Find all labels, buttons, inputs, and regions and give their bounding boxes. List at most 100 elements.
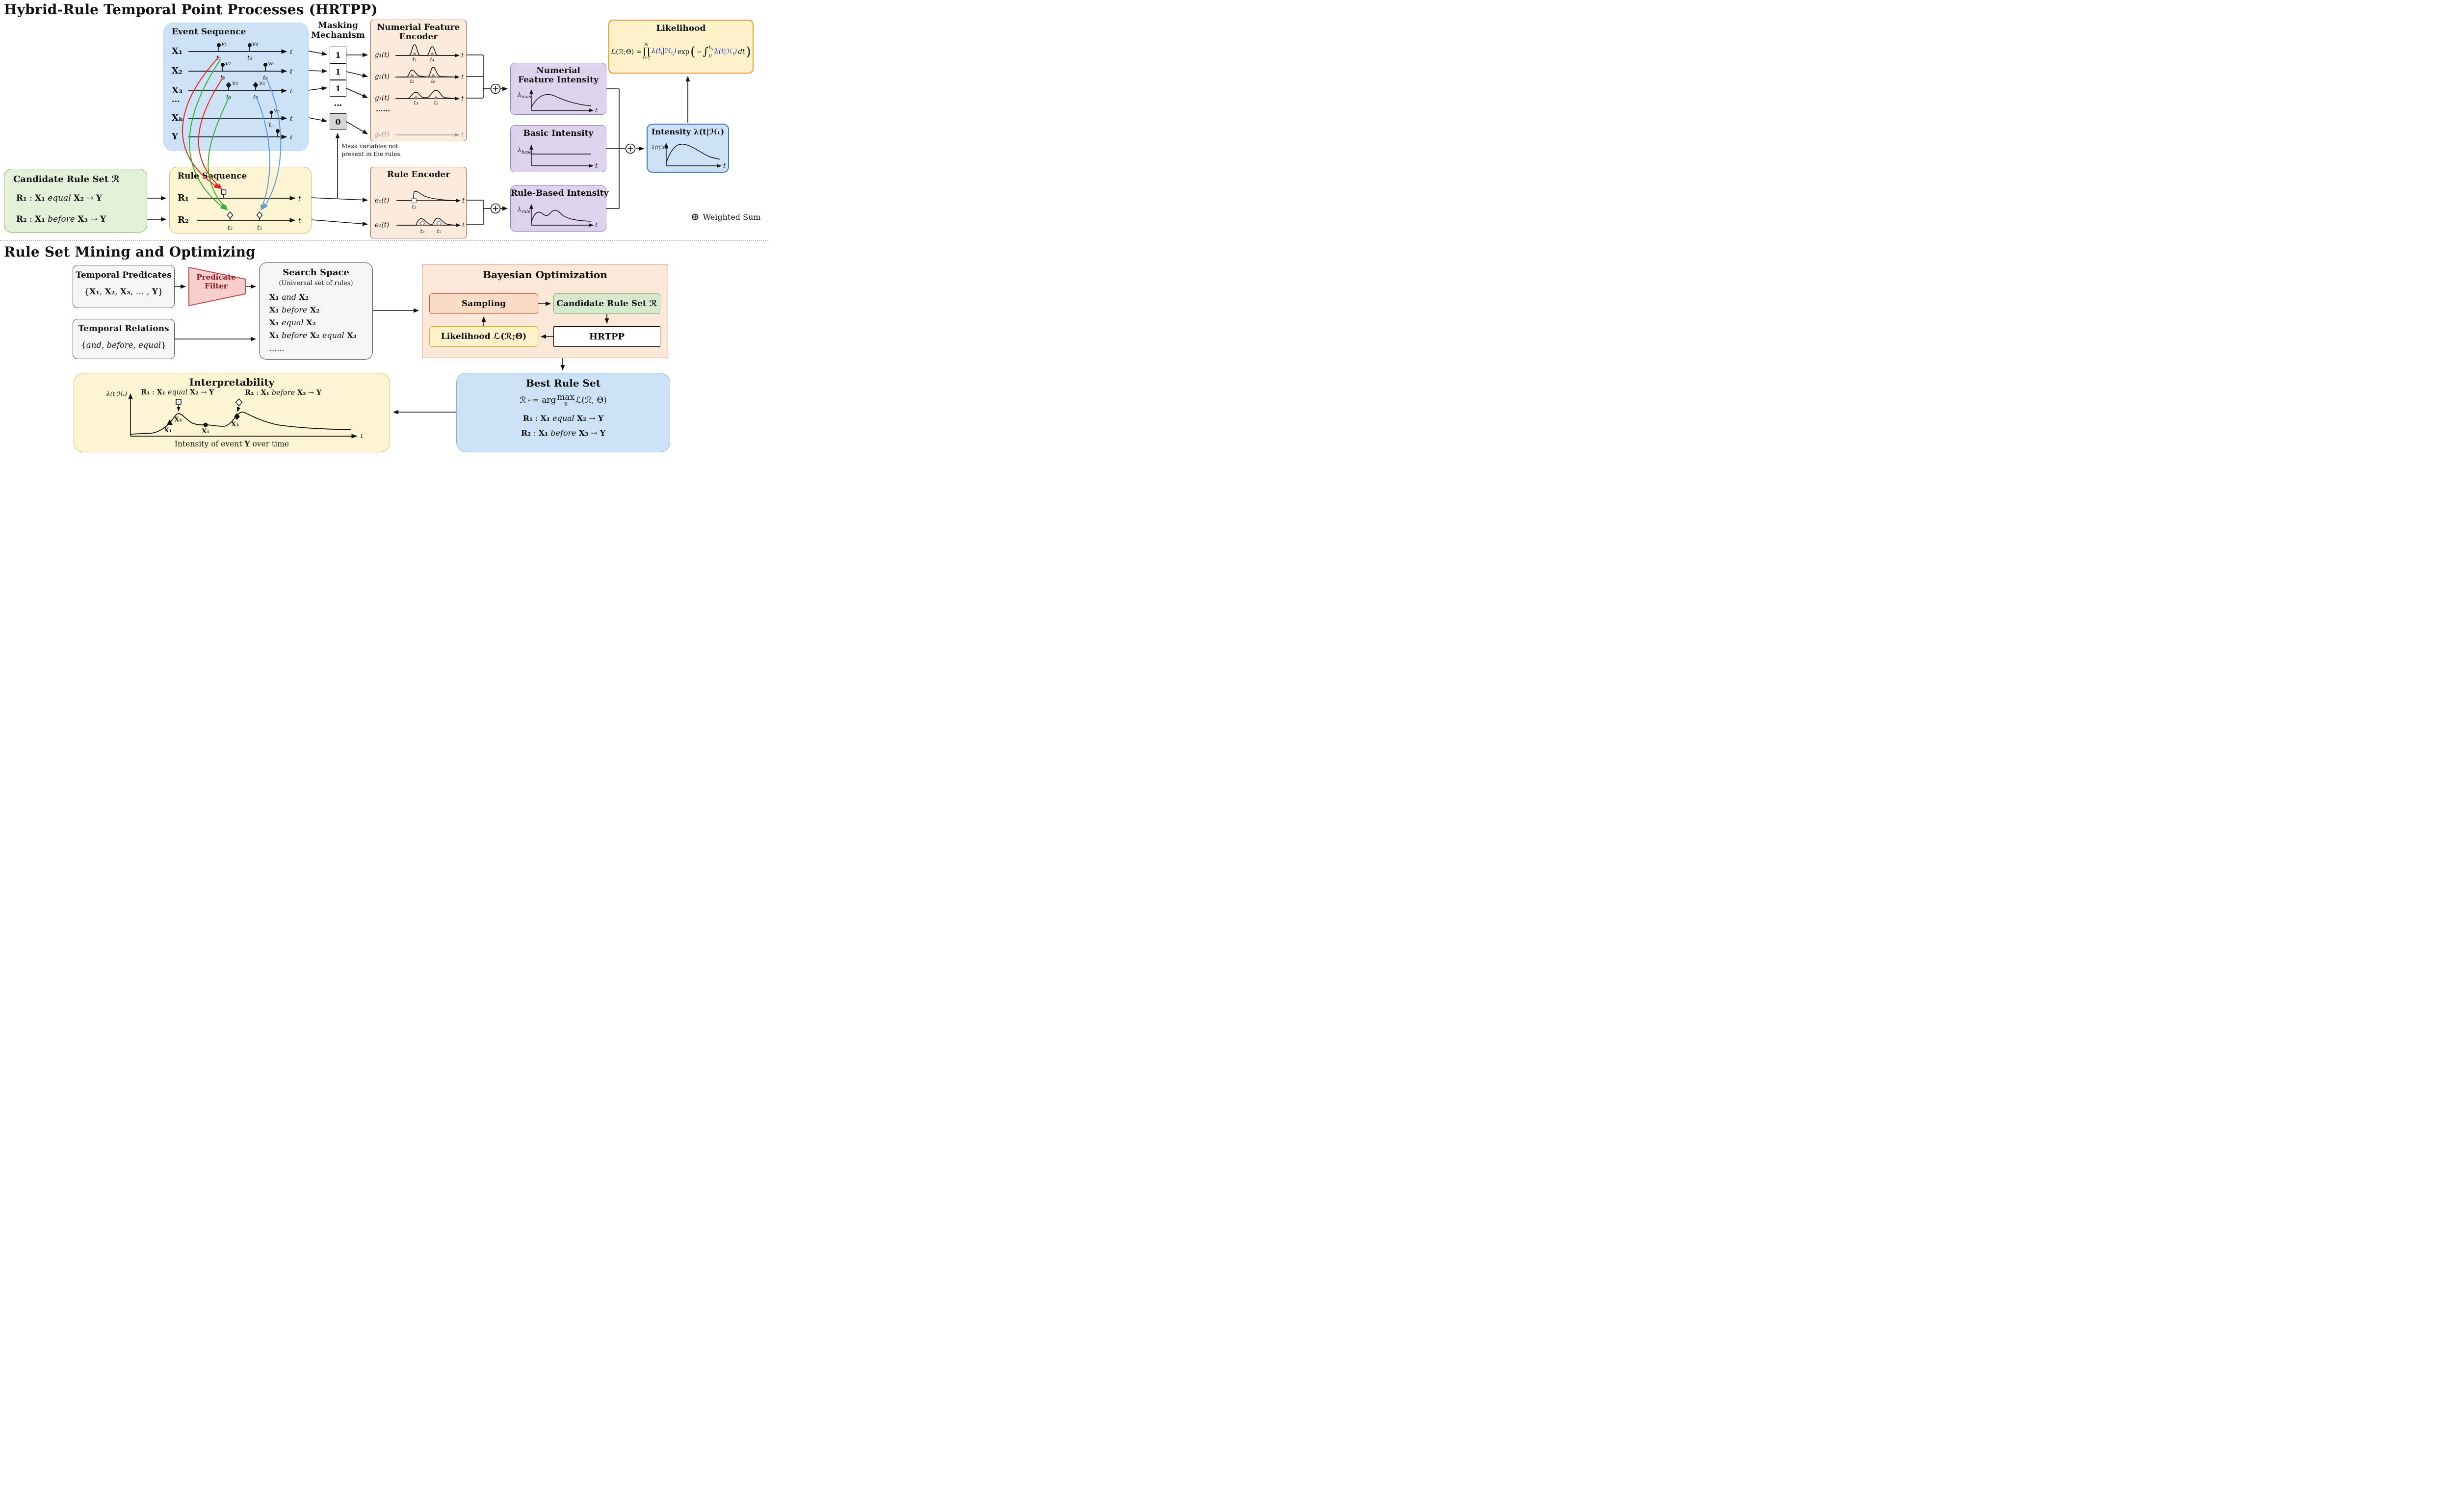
gk-plot: t [395, 131, 464, 139]
formula-eq: = arg [532, 395, 556, 405]
masking-mechanism-title: Masking Mechanism [309, 21, 367, 41]
temporal-predicates-box: Temporal Predicates {X₁, X₂, X₃, … , Y} [73, 265, 175, 308]
weighted-sum-icon: ⊕ [691, 211, 700, 223]
basic-title: Basic Intensity [523, 129, 594, 138]
axis-t-label: t [298, 217, 301, 225]
temporal-predicates-title: Temporal Predicates [76, 270, 172, 280]
max-label: max [557, 392, 575, 402]
event-row-label-x3: X₃ [172, 85, 183, 96]
g1-marker-t1 [413, 52, 416, 55]
formula-close-paren: ) [746, 45, 751, 59]
rule2-time-t3: t₃ [228, 224, 233, 231]
marker-label-x2: X₂ [174, 416, 182, 423]
nfi-title-line2: Feature Intensity [518, 75, 599, 85]
rule-sequence-title: Rule Sequence [178, 171, 247, 181]
interp-ylabel: λ(t|ℋₜ) [106, 390, 127, 397]
e2-plot: t₃ t₅ t [396, 217, 465, 234]
rule-row-label-r2: R₂ [178, 215, 189, 225]
mask-cell-2: 1 [330, 63, 346, 80]
likelihood-panel: Likelihood ℒ(ℛ;Θ) = N ∏ i=1 λ(ti|ℋti) ex… [608, 20, 754, 74]
event-label-v3: v₃ [232, 80, 238, 86]
g3-time-t5: t₅ [434, 100, 439, 105]
time-label-t6: t₆ [263, 74, 268, 81]
lambda-num-label: λnum [518, 91, 531, 100]
predicate-filter-line1: Predicate [196, 273, 236, 282]
best-rule-2: R₂ : X₁ before X₃ → Y [521, 428, 606, 438]
e2-time-t3: t₃ [420, 228, 425, 234]
rule2-time-t5: t₅ [257, 224, 262, 231]
product-operator: N ∏ i=1 [643, 43, 651, 60]
section2-title: Rule Set Mining and Optimizing [4, 244, 256, 260]
nfi-title-line1: Numerial [536, 66, 580, 76]
intensity-panel: Intensity λ(t|ℋₜ) λ(t|ℋₜ) t [647, 124, 729, 173]
search-space-box: Search Space (Universal set of rules) X₁… [259, 262, 373, 360]
interpretability-title: Interpretability [189, 376, 275, 388]
rule-timeline-r2: t₃ t₅ t [197, 211, 301, 231]
g2-marker-t2 [411, 74, 414, 77]
axis-t-label: t [290, 49, 293, 56]
g1-label: g₁(t) [375, 51, 390, 59]
event-marker-v1 [217, 43, 221, 47]
temporal-predicates-set: {X₁, X₂, X₃, … , Y} [84, 287, 163, 297]
e2-curve [397, 217, 459, 226]
bo-likelihood-box: Likelihood ℒ(ℛ;Θ) [429, 326, 538, 347]
g2-curve [396, 67, 458, 78]
event-marker-v6 [263, 63, 267, 67]
formula-r: ℛ [520, 395, 526, 405]
mask-cell-1: 1 [330, 47, 346, 63]
rule2-annotation-arrow [236, 406, 241, 412]
interpretability-plot: λ(t|ℋₜ) t X₂ X₁ X₁ X₃ [106, 390, 364, 440]
timeline-axis [188, 88, 287, 93]
event-row-label-xk: Xₖ [172, 113, 183, 123]
timeline-x1: v₁ v₄ t₁ t₄ t [188, 41, 293, 61]
rule-encoder-title: Rule Encoder [387, 170, 450, 180]
e1-time-t2: t₂ [412, 204, 417, 209]
timeline-axis [197, 194, 296, 201]
g2-label: g₂(t) [375, 73, 390, 80]
g2-time-t6: t₆ [431, 78, 436, 84]
best-rule-set-title: Best Rule Set [526, 377, 600, 389]
temporal-relations-box: Temporal Relations {and, before, equal} [73, 319, 175, 359]
marker-label-x3: X₃ [231, 421, 239, 428]
timeline-x3: v₃ v₅ t₃ t₅ t [188, 80, 293, 101]
integral-symbol: ∫ [703, 46, 709, 58]
axis-t-label: t [461, 95, 464, 103]
interp-xlabel: t [361, 433, 364, 440]
mask-note-line2: present in the rules. [341, 151, 402, 157]
event-rows-ellipsis: ... [172, 95, 180, 104]
integral-lower-limit: 0 [709, 54, 712, 59]
lambda-rule-label: λrule [518, 206, 530, 214]
formula-objective: ℒ(ℛ, Θ) [575, 395, 607, 405]
event-marker-v3-diamond [226, 82, 232, 88]
max-subscript: ℛ [563, 401, 568, 408]
g3-time-t3: t₃ [414, 100, 418, 105]
axis-t-label: t [461, 74, 464, 81]
intensity-title: Intensity λ(t|ℋₜ) [651, 127, 725, 136]
formula-term-event-intensity: λ(ti|ℋti) [651, 47, 677, 57]
timeline-axis [188, 131, 287, 139]
time-label-t3: t₃ [226, 93, 231, 101]
candidate-rule-1: R₁ : X₁ equal X₂ → Y [16, 193, 102, 203]
product-symbol: ∏ [643, 46, 651, 57]
integral-upper-limit: tN [709, 45, 714, 51]
g1-plot: t₁ t₄ t [395, 44, 464, 62]
hrtpp-figure: Hybrid-Rule Temporal Point Processes (HR… [0, 0, 768, 454]
time-label-t4: t₄ [247, 54, 252, 61]
rule1-marker-square [221, 189, 227, 195]
axis-t-label: t [462, 197, 465, 205]
masking-title-line1: Masking [318, 21, 358, 30]
event-marker-circle-x1 [203, 422, 208, 427]
axis-t-label: t [595, 107, 598, 114]
e2-label: e₂(t) [375, 221, 390, 229]
formula-lhs: ℒ(ℛ;Θ) = [611, 48, 642, 56]
candidate-rule-set-panel: Candidate Rule Set ℛ R₁ : X₁ equal X₂ → … [4, 169, 147, 233]
axis-t-label: t [462, 222, 465, 229]
rule2-marker-diamond-t5 [256, 211, 263, 219]
basic-intensity-panel: Basic Intensity λbase t [510, 125, 606, 172]
axis-t-label: t [290, 115, 293, 123]
event-row-label-x2: X₂ [172, 66, 183, 76]
